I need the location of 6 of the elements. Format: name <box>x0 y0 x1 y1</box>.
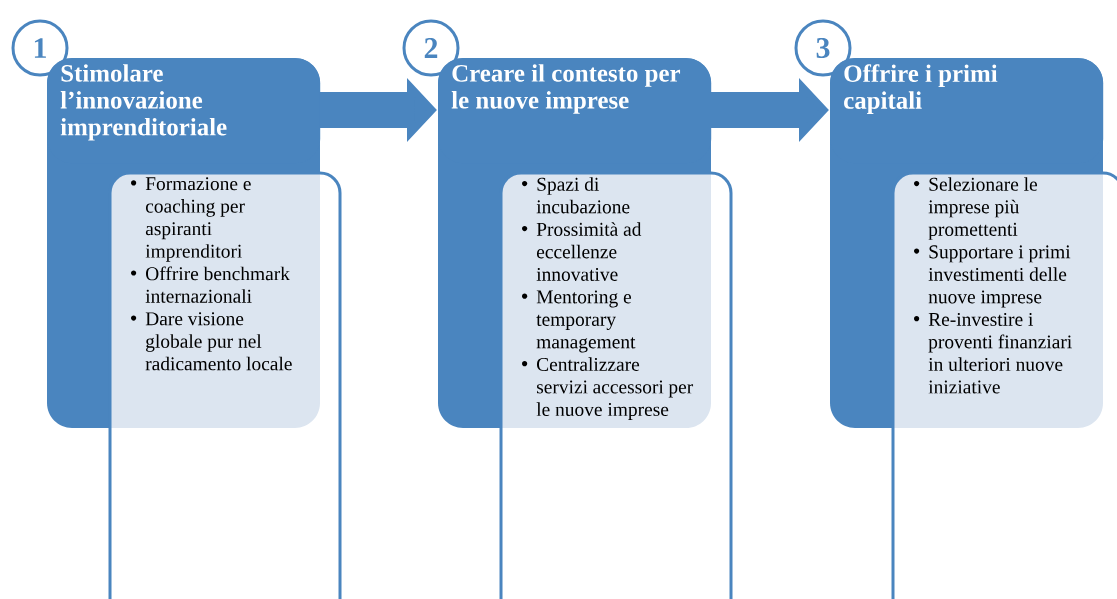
heading-text: Offrire i primi capitali <box>830 58 1104 164</box>
bullet-list-box: Formazione e coaching per aspiranti imprenditori Offrire benchmark internazionali Dare visione globale pur nel radicamento locale <box>108 171 342 599</box>
heading-text: Creare il contesto per le nuove imprese <box>438 58 712 164</box>
bullet-list-box: Selezionare le imprese più promettenti Supportare i primi investimenti delle nuove imprese Re-investire i proventi finanziari in ulteriori nuove iniziative <box>891 171 1117 599</box>
heading-text: Stimolare l’innovazione imprenditoriale <box>47 58 321 164</box>
bullet-list-box: Spazi di incubazione Prossimità ad eccellenze innovative Mentoring e temporary management Centralizzare servizi accessori per le nuove imprese <box>499 171 733 599</box>
